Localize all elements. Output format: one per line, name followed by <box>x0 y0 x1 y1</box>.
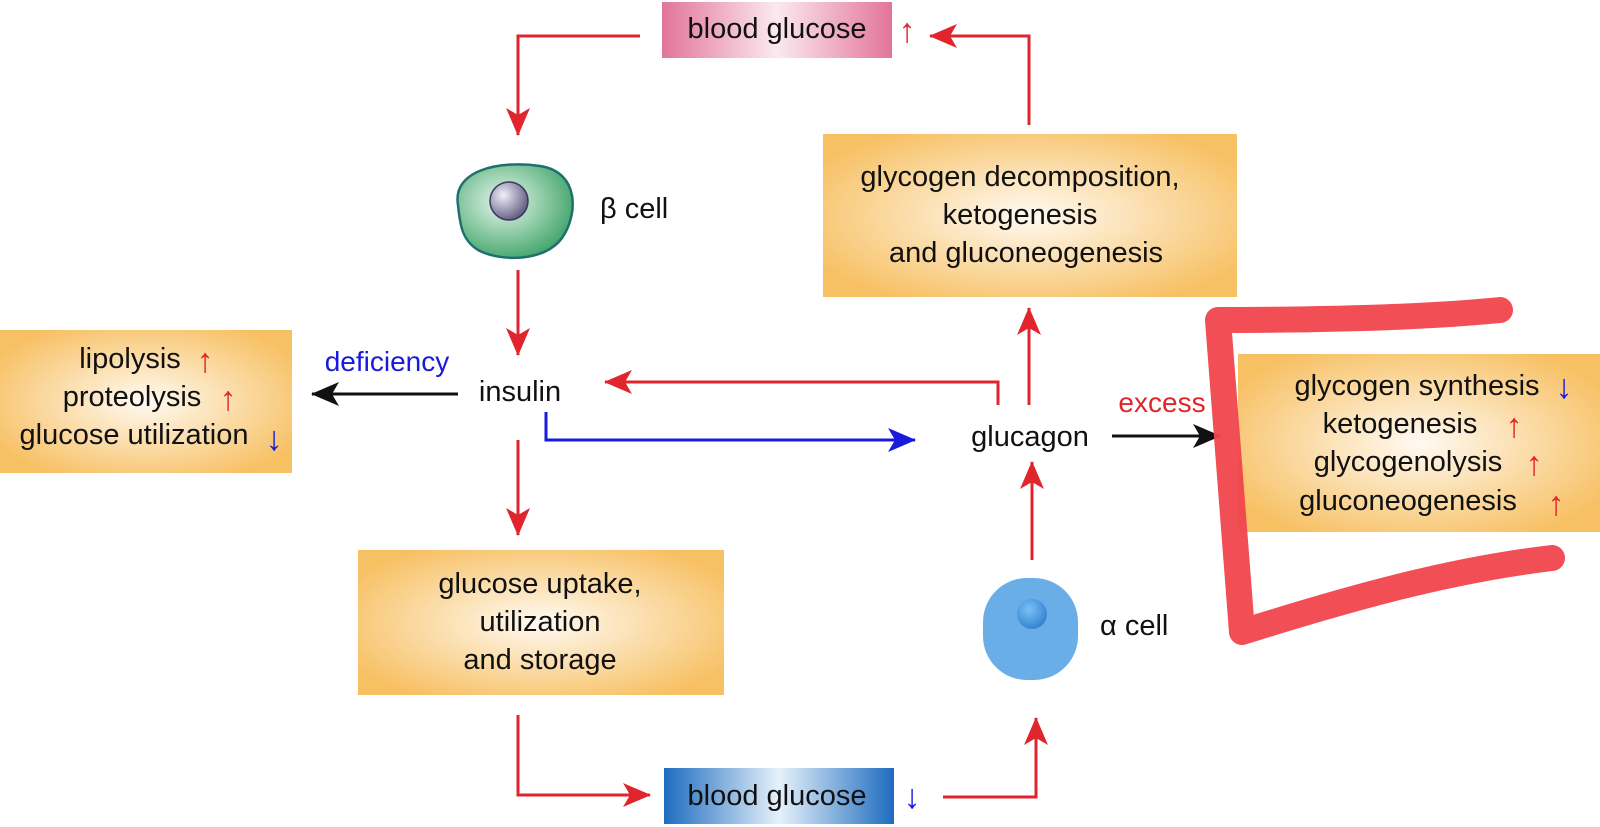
glycogen-decomposition-box: glycogen decomposition, ketogenesis and … <box>823 134 1237 297</box>
effect-gluconeogenesis: gluconeogenesis <box>1299 485 1517 517</box>
up-arrow-indicator: ↑ <box>1548 485 1565 523</box>
beta-cell-nucleus-icon <box>489 181 529 221</box>
excess-label: excess <box>1118 387 1205 418</box>
up-arrow-indicator: ↑ <box>1506 407 1523 445</box>
up-arrow-indicator: ↑ <box>197 342 214 380</box>
effect-proteolysis: proteolysis <box>63 381 202 413</box>
glycogen-decomposition-line-3: and gluconeogenesis <box>889 237 1163 269</box>
alpha-cell-node: α cell <box>983 578 1168 680</box>
glycogen-decomposition-line-2: ketogenesis <box>943 199 1098 231</box>
blood-glucose-high-node: blood glucose ↑ <box>662 2 916 58</box>
arrow-low-glucose-to-alpha-cell <box>943 717 1048 799</box>
blood-glucose-low-label: blood glucose <box>688 780 867 812</box>
arrows <box>311 24 1221 807</box>
glucose-uptake-line-3: and storage <box>463 644 616 676</box>
arrow-blood-glucose-to-beta-cell <box>506 34 640 136</box>
blood-glucose-low-node: blood glucose ↓ <box>664 768 921 824</box>
alpha-cell-icon <box>983 578 1078 680</box>
highlight-bracket-annotation <box>1205 297 1565 645</box>
up-arrow-indicator: ↑ <box>220 380 237 418</box>
up-arrow-indicator: ↑ <box>1526 445 1543 483</box>
effect-lipolysis: lipolysis <box>79 343 181 375</box>
effect-glucose-utilization: glucose utilization <box>20 419 249 451</box>
up-arrow-indicator: ↑ <box>899 12 916 50</box>
glucose-uptake-line-1: glucose uptake, <box>438 568 641 600</box>
insulin-label: insulin <box>479 376 561 408</box>
deficiency-label: deficiency <box>325 346 450 377</box>
glucose-uptake-box: glucose uptake, utilization and storage <box>358 550 724 695</box>
glucose-uptake-line-2: utilization <box>480 606 601 638</box>
down-arrow-indicator: ↓ <box>1556 368 1573 406</box>
arrow-insulin-to-glucagon <box>544 412 916 452</box>
arrow-glycogen-decomposition-to-high-glucose <box>929 24 1031 125</box>
effect-glycogen-synthesis: glycogen synthesis <box>1294 370 1539 402</box>
alpha-cell-label: α cell <box>1100 610 1168 642</box>
glycogen-decomposition-line-1: glycogen decomposition, <box>860 161 1179 193</box>
blood-glucose-high-label: blood glucose <box>688 13 867 45</box>
arrow-glucagon-to-insulin <box>604 370 1000 405</box>
beta-cell-label: β cell <box>600 193 668 225</box>
alpha-cell-nucleus-icon <box>1017 599 1047 629</box>
arrow-glucose-uptake-to-low-glucose <box>516 715 651 807</box>
insulin-deficiency-effects-box: lipolysis ↑ proteolysis ↑ glucose utiliz… <box>0 330 292 473</box>
down-arrow-indicator: ↓ <box>266 420 283 458</box>
effect-ketogenesis: ketogenesis <box>1323 408 1478 440</box>
down-arrow-indicator: ↓ <box>904 778 921 816</box>
effect-glycogenolysis: glycogenolysis <box>1314 446 1503 478</box>
glucagon-label: glucagon <box>971 421 1089 453</box>
beta-cell-node: β cell <box>456 163 668 260</box>
glucagon-excess-effects-box: glycogen synthesis ↓ ketogenesis ↑ glyco… <box>1238 354 1600 532</box>
